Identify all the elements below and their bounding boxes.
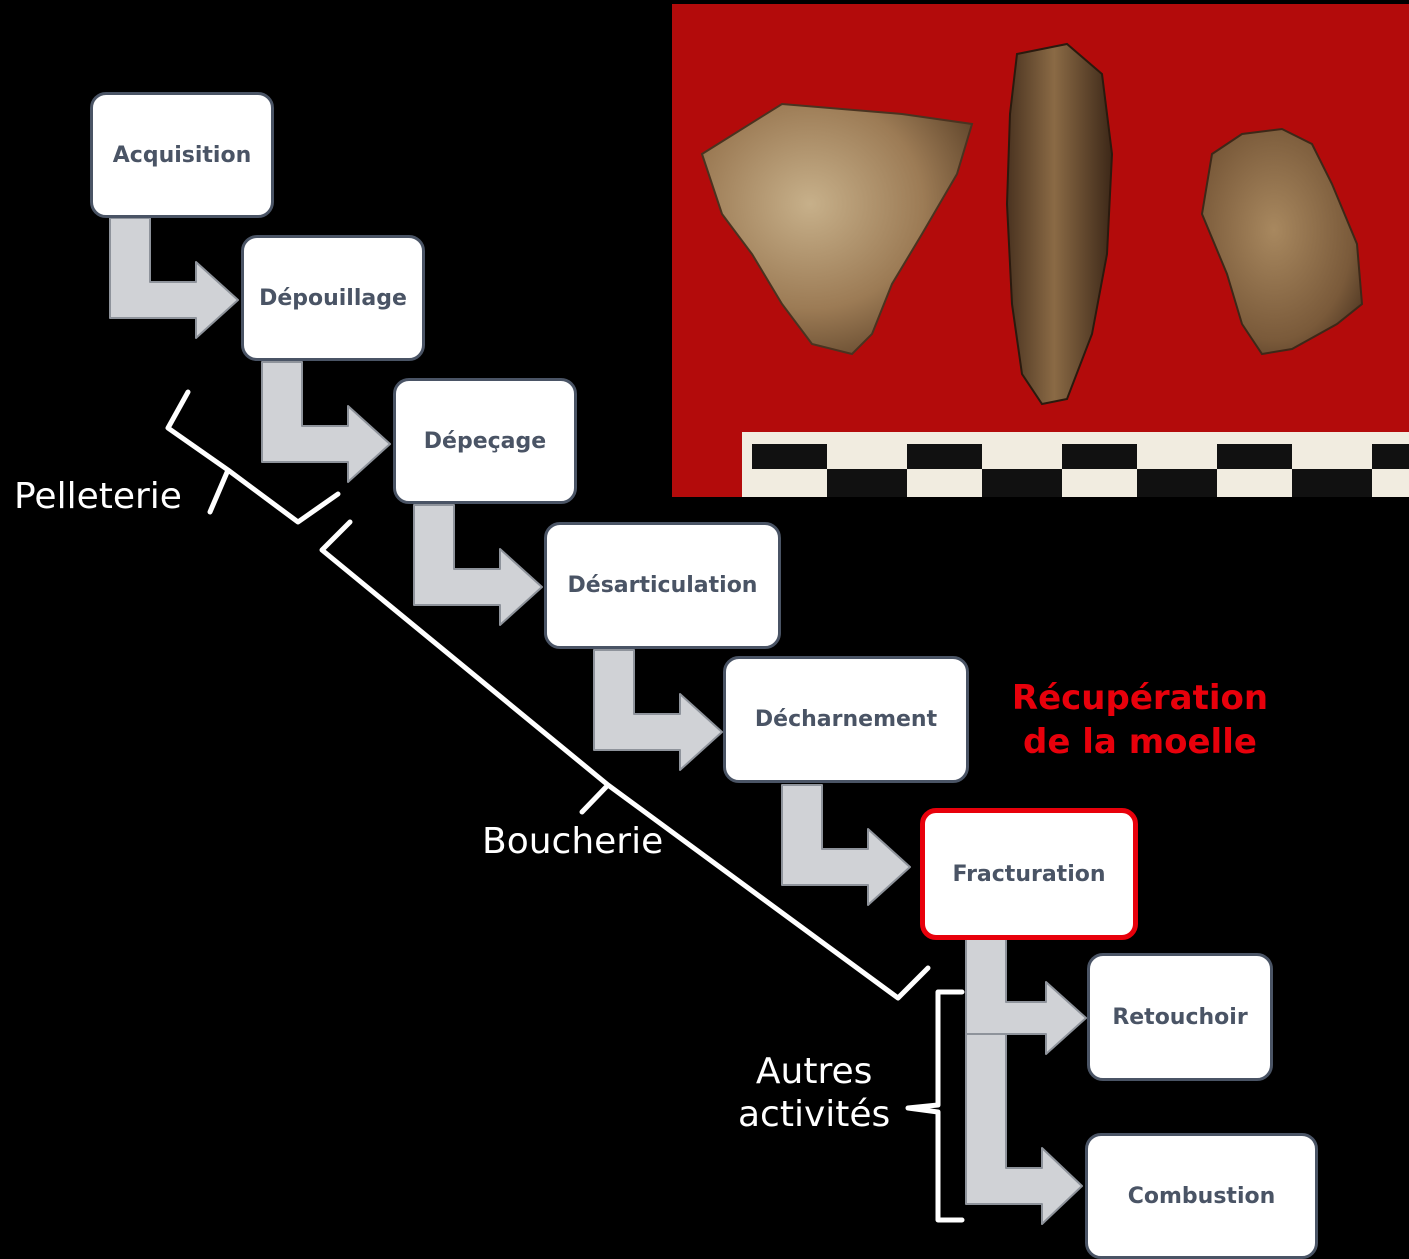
step-combustion: Combustion — [1085, 1133, 1318, 1259]
step-depouillage: Dépouillage — [241, 235, 425, 361]
arrow-decharnement-fracturation — [782, 785, 910, 905]
step-combustion-label: Combustion — [1128, 1184, 1276, 1209]
step-desarticulation: Désarticulation — [544, 522, 781, 649]
marrow-recovery-line2: de la moelle — [995, 720, 1285, 764]
step-depecage: Dépeçage — [393, 378, 577, 504]
marrow-recovery-label: Récupération de la moelle — [995, 676, 1285, 764]
step-acquisition: Acquisition — [90, 92, 274, 218]
autres-activites-line2: activités — [738, 1093, 890, 1136]
arrow-depouillage-depecage — [262, 362, 390, 482]
group-label-autres-activites: Autres activités — [738, 1050, 890, 1136]
step-acquisition-label: Acquisition — [113, 143, 252, 168]
arrow-depecage-desarticulation — [414, 505, 542, 625]
step-retouchoir: Retouchoir — [1087, 953, 1273, 1081]
step-depecage-label: Dépeçage — [424, 429, 546, 454]
step-retouchoir-label: Retouchoir — [1112, 1005, 1247, 1030]
marrow-recovery-line1: Récupération — [995, 676, 1285, 720]
step-fracturation: Fracturation — [920, 808, 1138, 940]
group-label-boucherie: Boucherie — [482, 820, 663, 863]
arrow-fracturation-combustion — [966, 1034, 1082, 1224]
autres-activites-line1: Autres — [738, 1050, 890, 1093]
arrow-acquisition-depouillage — [110, 218, 238, 338]
step-decharnement-label: Décharnement — [755, 707, 937, 732]
step-desarticulation-label: Désarticulation — [568, 573, 758, 598]
arrow-desarticulation-decharnement — [594, 650, 722, 770]
step-depouillage-label: Dépouillage — [259, 286, 407, 311]
brace-autres-activites — [908, 992, 962, 1220]
step-decharnement: Décharnement — [723, 656, 969, 783]
step-fracturation-label: Fracturation — [952, 862, 1105, 887]
group-label-pelleterie: Pelleterie — [14, 475, 182, 518]
